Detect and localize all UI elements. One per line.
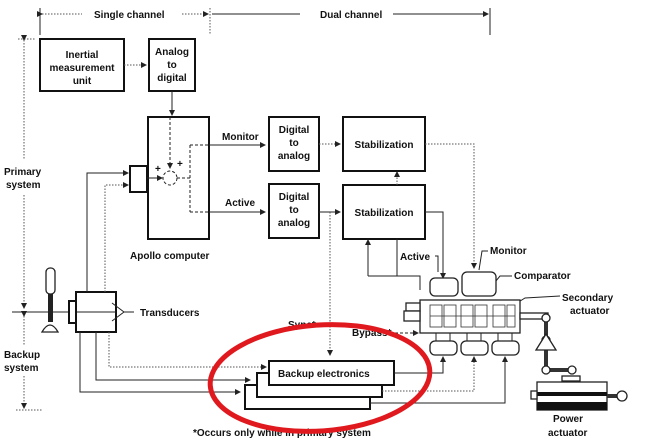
imu-label-3: unit bbox=[73, 76, 92, 87]
transducer-to-backup-line-1 bbox=[108, 332, 267, 370]
transducer-to-computer-line-2 bbox=[104, 182, 129, 292]
solenoid-2 bbox=[460, 340, 489, 356]
backup-electronics-block: Backup electronics bbox=[244, 360, 395, 410]
dual-channel-label: Dual channel bbox=[320, 10, 382, 21]
imu-block: Inertial measurement unit bbox=[39, 38, 125, 92]
dac-monitor-block: Digital to analog bbox=[268, 116, 320, 172]
transducer-to-computer-line-1 bbox=[86, 170, 129, 292]
actuator-body bbox=[419, 299, 521, 334]
footnote: *Occurs only while in primary system bbox=[193, 428, 371, 439]
power-actuator-cap bbox=[530, 390, 538, 400]
controller-base bbox=[40, 324, 60, 333]
solenoid-3 bbox=[491, 340, 520, 356]
apollo-computer-label: Apollo computer bbox=[130, 251, 210, 262]
monitor-line-label: Monitor bbox=[222, 132, 259, 143]
adc-label-1: Analog bbox=[155, 47, 189, 58]
transducer-to-backup-line-2 bbox=[95, 332, 251, 383]
imu-label-2: measurement bbox=[49, 63, 115, 74]
computer-input-port bbox=[129, 165, 148, 193]
hand-controller bbox=[40, 267, 60, 333]
primary-system-label-1: Primary bbox=[4, 167, 42, 178]
active-line-label: Active bbox=[225, 198, 255, 209]
transducer-to-backup-line-3 bbox=[79, 332, 241, 395]
backup-to-solenoid-1 bbox=[394, 356, 446, 374]
active-valve-label: Active bbox=[400, 252, 430, 263]
stabilization-monitor-block: Stabilization bbox=[342, 116, 426, 172]
pivot-triangle bbox=[534, 332, 558, 351]
dac-active-block: Digital to analog bbox=[268, 183, 320, 239]
plus-sign-1: + bbox=[155, 164, 161, 175]
secondary-actuator-label-2: actuator bbox=[570, 306, 610, 317]
channel-header: Single channel Dual channel bbox=[37, 8, 491, 35]
backup-electronics-label: Backup electronics bbox=[278, 369, 370, 380]
secondary-actuator-leader bbox=[516, 295, 561, 304]
dac-monitor-label-1: Digital bbox=[279, 125, 310, 136]
actuator-port-2 bbox=[403, 310, 421, 322]
backup-system-label-2: system bbox=[4, 363, 39, 374]
controller-grip bbox=[45, 267, 56, 295]
dac-active-label-3: analog bbox=[278, 218, 310, 229]
system-bracket: Primary system Backup system bbox=[4, 35, 42, 411]
primary-system-label-2: system bbox=[6, 180, 41, 191]
stab-monitor-output-line bbox=[425, 143, 477, 269]
stabilization-active-block: Stabilization bbox=[342, 184, 426, 240]
plus-sign-2: + bbox=[177, 159, 183, 170]
highlight-ellipse bbox=[207, 322, 433, 434]
feedback-line-2 bbox=[368, 275, 421, 290]
transducer-port bbox=[68, 300, 77, 324]
dac-active-label-1: Digital bbox=[279, 192, 310, 203]
active-valve-leader bbox=[435, 255, 439, 272]
adc-label-3: digital bbox=[157, 73, 187, 84]
adc-block: Analog to digital bbox=[148, 38, 196, 92]
dac-active-label-2: to bbox=[289, 205, 298, 216]
transducers-label: Transducers bbox=[140, 308, 200, 319]
secondary-actuator-label-1: Secondary bbox=[562, 293, 614, 304]
stab-active-output-line bbox=[425, 211, 446, 279]
transducers-block: Transducers bbox=[68, 291, 200, 333]
monitor-valve-leader bbox=[478, 250, 488, 271]
stab-monitor-label: Stabilization bbox=[355, 140, 414, 151]
single-channel-label: Single channel bbox=[94, 10, 165, 21]
active-valve bbox=[429, 277, 459, 297]
power-actuator-eye bbox=[616, 390, 628, 402]
adc-label-2: to bbox=[167, 60, 176, 71]
power-actuator-label-1: Power bbox=[553, 414, 583, 425]
dac-monitor-label-2: to bbox=[289, 138, 298, 149]
apollo-computer-block: + + Apollo computer bbox=[129, 116, 210, 262]
bypass-label: Bypass* bbox=[352, 328, 392, 339]
actuator-mount bbox=[561, 375, 581, 382]
monitor-valve-label: Monitor bbox=[490, 246, 527, 257]
comparator-label: Comparator bbox=[514, 271, 571, 282]
stab-active-label: Stabilization bbox=[355, 208, 414, 219]
power-actuator: Power actuator bbox=[530, 313, 628, 439]
power-actuator-label-2: actuator bbox=[548, 428, 588, 439]
secondary-actuator bbox=[403, 271, 549, 356]
actuator-port-1 bbox=[405, 302, 421, 312]
backup-system-label-1: Backup bbox=[4, 350, 40, 361]
backup-to-solenoid-2 bbox=[382, 356, 477, 392]
backup-to-solenoid-3 bbox=[370, 356, 508, 404]
imu-label-1: Inertial bbox=[66, 50, 99, 61]
solenoid-1 bbox=[429, 340, 458, 356]
dac-monitor-label-3: analog bbox=[278, 151, 310, 162]
monitor-valve bbox=[461, 271, 497, 297]
